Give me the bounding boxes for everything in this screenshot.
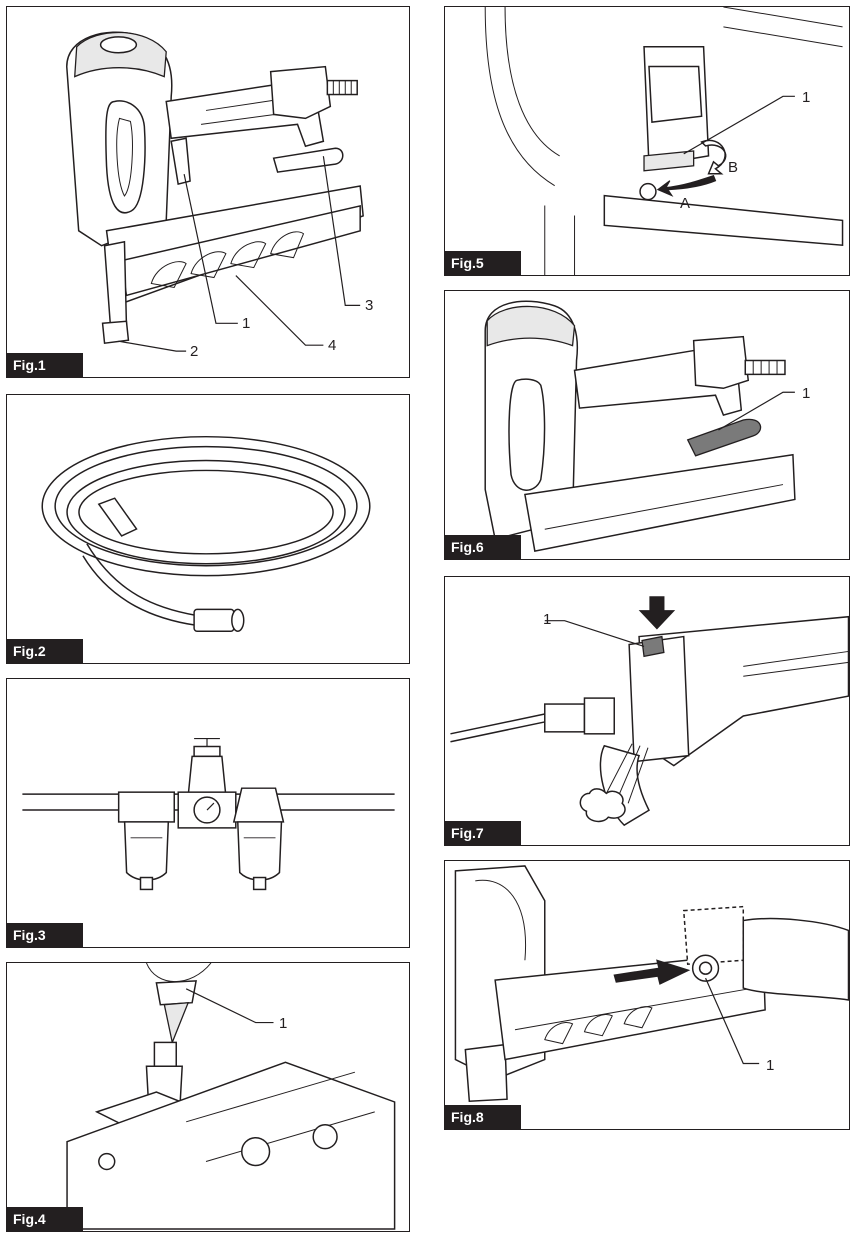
- figure-tag: Fig.2: [7, 639, 83, 663]
- exhaust-deflector-drawing: [450, 596, 849, 827]
- callout-1: 1: [543, 611, 552, 628]
- figure-3: Fig.3: [6, 678, 410, 948]
- depth-adjuster-drawing: [484, 7, 844, 275]
- figure-1: 1 2 3 4 Fig.1: [6, 6, 410, 378]
- figure-tag: Fig.5: [445, 251, 521, 275]
- callout-1: 1: [766, 1057, 775, 1074]
- figure-tag: Fig.3: [7, 923, 83, 947]
- lock-lever-drawing: [484, 300, 796, 552]
- callout-1: 1: [802, 385, 811, 402]
- figure-7: 1 Fig.7: [444, 576, 850, 846]
- air-hose-drawing: [41, 435, 371, 632]
- callout-4: 4: [328, 337, 337, 354]
- callout-1: 1: [242, 315, 251, 332]
- filter-regulator-lubricator-drawing: [22, 737, 395, 891]
- figure-5: 1 A B Fig.5: [444, 6, 850, 276]
- callout-1: 1: [279, 1015, 288, 1032]
- figure-tag: Fig.1: [7, 353, 83, 377]
- magazine-latch-drawing: [454, 865, 849, 1102]
- figure-tag: Fig.7: [445, 821, 521, 845]
- callout-1: 1: [802, 89, 811, 106]
- oiling-drawing: [66, 963, 396, 1230]
- figure-tag: Fig.8: [445, 1105, 521, 1129]
- callout-A: A: [680, 195, 691, 212]
- figure-tag: Fig.6: [445, 535, 521, 559]
- figure-4: 1 Fig.4: [6, 962, 410, 1232]
- figure-2: Fig.2: [6, 394, 410, 664]
- figure-6: 1 Fig.6: [444, 290, 850, 560]
- figure-8: 1 Fig.8: [444, 860, 850, 1130]
- nailer-overview-drawing: [66, 31, 364, 352]
- callout-B: B: [728, 159, 739, 176]
- figure-tag: Fig.4: [7, 1207, 83, 1231]
- callout-3: 3: [365, 297, 374, 314]
- callout-2: 2: [190, 343, 199, 360]
